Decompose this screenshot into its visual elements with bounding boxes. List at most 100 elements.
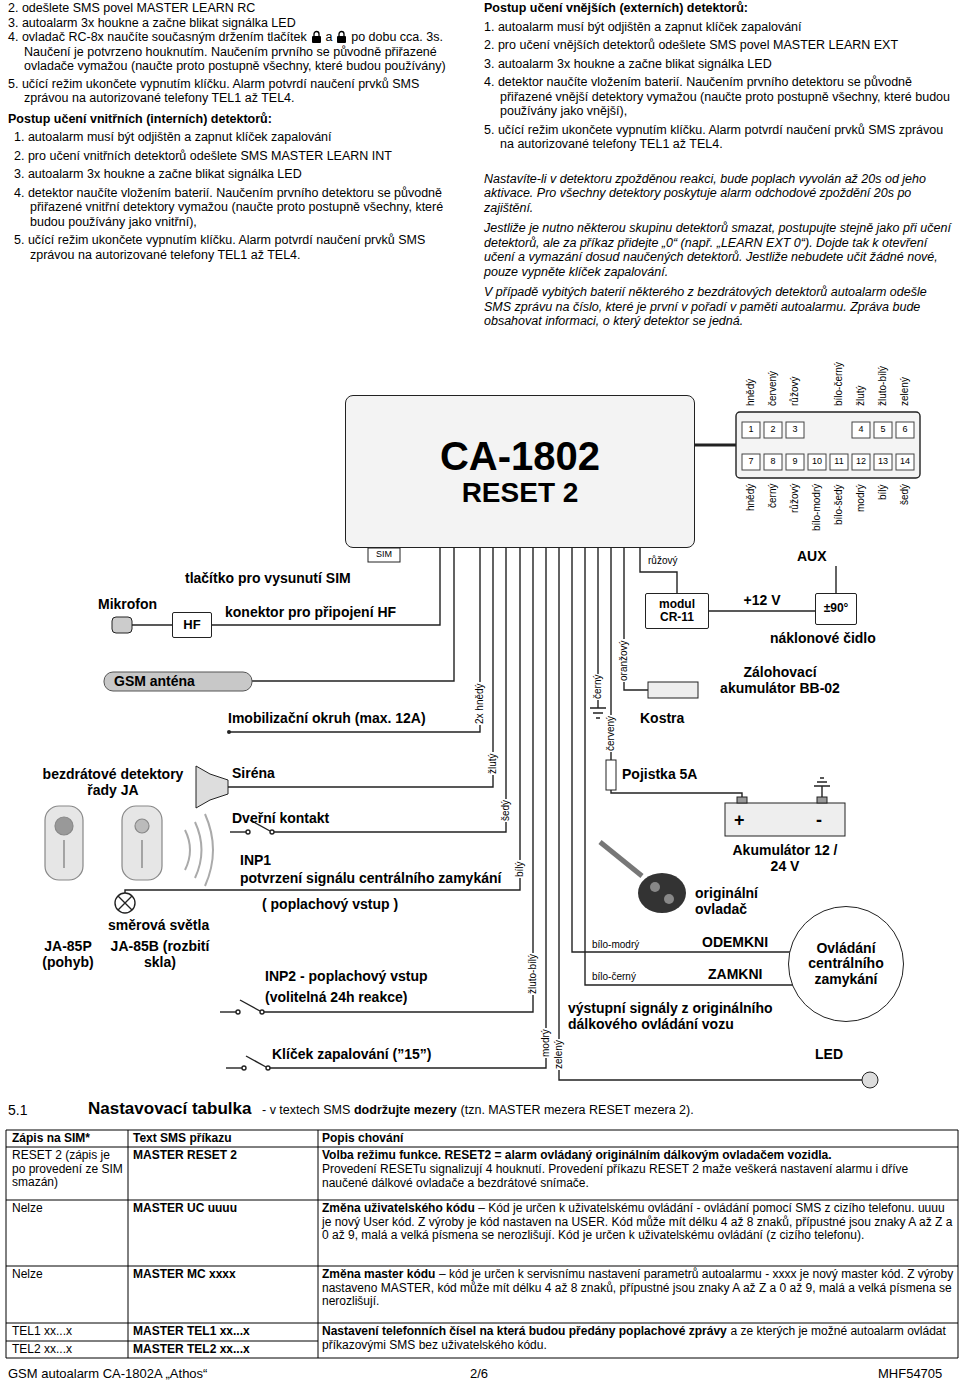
text-box: 2 xyxy=(764,424,782,434)
text-box: bílý xyxy=(877,484,889,500)
drawing-part xyxy=(266,1066,270,1070)
text-box: Nelze xyxy=(12,1202,43,1216)
lock-icon xyxy=(311,30,322,43)
label: konektor pro připojení HF xyxy=(225,604,396,620)
wire-color-label: růžový xyxy=(789,377,800,406)
text-box: Siréna xyxy=(232,765,275,781)
label: 6 xyxy=(902,424,907,434)
drawing-part xyxy=(736,412,920,478)
text-box: 2. pro učení vnitřních detektorů odešlet… xyxy=(14,149,452,164)
text-box: - xyxy=(816,810,822,831)
text-box: Změna uživatelského kódu– Kód je určen k… xyxy=(322,1202,954,1243)
label: bílo-černý xyxy=(592,971,636,982)
drawing-part xyxy=(337,36,346,43)
label: originální ovladač xyxy=(695,885,758,917)
label: 5.1 xyxy=(8,1102,27,1118)
label: 12 xyxy=(856,456,866,466)
wire-connector xyxy=(640,548,677,593)
wire-end xyxy=(227,730,231,734)
node-text: CA-1802 xyxy=(440,434,600,478)
text-box: náklonové čidlo xyxy=(770,630,876,646)
wire-color-label: žluto-bílý xyxy=(527,953,538,995)
text-box: 4. detektor naučíte vložením baterií. Na… xyxy=(14,186,452,230)
text-box: TEL2 xx...x xyxy=(12,1343,72,1357)
drawing-part xyxy=(141,840,142,868)
battery xyxy=(725,797,845,836)
instruction-text: 3. autoalarm 3x houkne a začne blikat si… xyxy=(8,16,296,30)
text-box: INP1 xyxy=(240,852,271,868)
text-box: oranžový xyxy=(618,639,630,682)
pin-cell xyxy=(852,454,870,470)
drawing-part xyxy=(242,1066,246,1070)
node-text: Ovládání centrálního zamykání xyxy=(799,941,893,987)
text-box: (volitelná 24h reakce) xyxy=(265,989,407,1005)
text-box: žlutý xyxy=(487,752,499,775)
label: Dveřní kontakt xyxy=(232,810,329,826)
pin-cell xyxy=(874,454,892,470)
instruction-text: Postup učení vnějších (externích) detekt… xyxy=(484,1,748,15)
label: 3 xyxy=(792,424,797,434)
text-box: Klíček zapalování (”15”) xyxy=(272,1046,432,1062)
label: Klíček zapalování (”15”) xyxy=(272,1046,432,1062)
label: růžový xyxy=(648,555,677,566)
text-box: Volba režimu funkce. RESET2 = alarm ovlá… xyxy=(322,1149,954,1163)
label: ODEMKNI xyxy=(702,934,768,950)
text-box: Imobilizační okruh (max. 12A) xyxy=(228,710,426,726)
text-box: RESET 2 (zápis je po provedení ze SIM sm… xyxy=(12,1149,124,1190)
text-box: bílo-šedý xyxy=(833,484,845,525)
text-box: 2. pro učení vnějších detektorů odešlete… xyxy=(484,38,954,53)
label: LED xyxy=(815,1046,843,1062)
text-box: směrová světla xyxy=(108,917,209,933)
drawing-part xyxy=(230,831,246,832)
drawing-part xyxy=(246,830,250,834)
node-text: ±90° xyxy=(824,602,849,615)
label: - v textech SMS xyxy=(262,1103,350,1117)
text-box: GSM anténa xyxy=(114,673,195,689)
instruction-text: 5. učící režim ukončete vypnutím klíčku.… xyxy=(14,233,425,262)
text-box: SIM xyxy=(369,549,399,559)
text-box: Nastavovací tabulka xyxy=(88,1099,251,1119)
text-box: černý xyxy=(592,674,604,700)
node-text: RESET 2 xyxy=(462,478,579,509)
text-box: MHF54705 xyxy=(878,1366,942,1381)
instruction-text: 2. pro učení vnějších detektorů odešlete… xyxy=(484,38,898,52)
label: SIM xyxy=(376,549,392,559)
node-text: HF xyxy=(183,618,200,632)
text-box: Dveřní kontakt xyxy=(232,810,329,826)
wire-color-label: černý xyxy=(592,674,603,700)
lock-icon xyxy=(336,30,347,43)
label: MASTER TEL1 xx...x xyxy=(133,1324,250,1338)
text-box: Postup učení vnějších (externích) detekt… xyxy=(484,1,954,16)
text-box: LED xyxy=(815,1046,843,1062)
label: 1 xyxy=(748,424,753,434)
label: JA-85P (pohyb) xyxy=(42,938,93,970)
label: Nelze xyxy=(12,1201,43,1215)
label: 4 xyxy=(858,424,863,434)
wire-color-label: zelený xyxy=(553,1039,564,1070)
text-box: modrý xyxy=(540,1028,552,1058)
detectors xyxy=(45,806,213,886)
wire-color-label: hnědý xyxy=(745,379,756,406)
text-box: bezdrátové detektory řady JA xyxy=(28,766,198,798)
pin-cell xyxy=(874,422,892,438)
label: Změna master kódu xyxy=(322,1267,435,1281)
wire-color-label: černý xyxy=(767,484,778,508)
label: 2 xyxy=(770,424,775,434)
text-box: ZAMKNI xyxy=(708,966,762,982)
label: RESET 2 (zápis je po provedení ze SIM sm… xyxy=(12,1148,123,1189)
text-box: 4. detektor naučíte vložením baterií. Na… xyxy=(484,75,954,119)
wire-color-label: žlutý xyxy=(487,752,498,775)
instruction-text: 4. detektor naučíte vložením baterií. Na… xyxy=(484,75,950,118)
label: TEL1 xx...x xyxy=(12,1324,72,1338)
drawing-part xyxy=(664,894,674,904)
text-box: růžový xyxy=(789,377,801,406)
drawing-part xyxy=(835,566,836,593)
label: 11 xyxy=(834,456,843,466)
text-box: ( poplachový vstup ) xyxy=(262,896,398,912)
wire-color-label: zelený xyxy=(899,377,910,406)
drawing-part xyxy=(63,840,64,868)
pin-cell xyxy=(786,454,804,470)
text-box: MASTER MC xxxx xyxy=(133,1268,236,1282)
text-box: tlačítko pro vysunutí SIM xyxy=(185,570,351,586)
